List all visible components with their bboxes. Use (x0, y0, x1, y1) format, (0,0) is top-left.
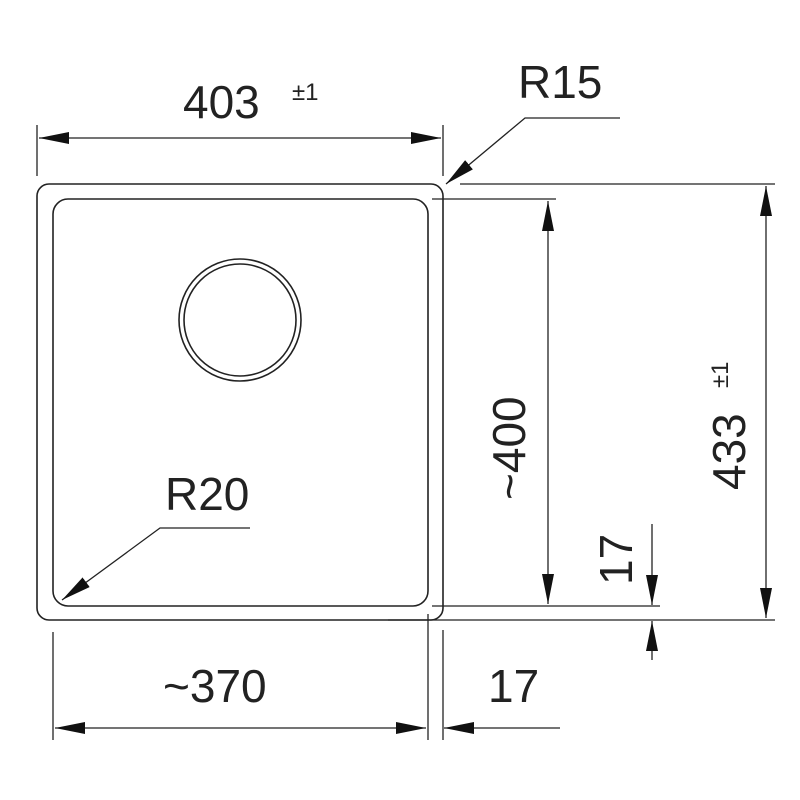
outer-radius-label: R15 (518, 56, 602, 108)
dimension-overall-depth: 433 ±1 (388, 183, 775, 621)
bowl-outline (52, 198, 429, 607)
rim-side-value: 17 (488, 660, 539, 712)
bowl-depth-value: ~400 (483, 396, 535, 500)
inner-radius-label: R20 (165, 468, 249, 520)
overall-depth-tolerance: ±1 (707, 361, 734, 388)
overall-depth-value: 433 (703, 413, 755, 490)
dimension-inner-radius: R20 (61, 468, 250, 601)
dimension-bowl-width: ~370 (52, 614, 444, 740)
dimension-rim-bottom: 17 (590, 524, 658, 660)
rim-bottom-value: 17 (590, 534, 642, 585)
drain-inner (183, 263, 297, 377)
overall-width-tolerance: ±1 (292, 79, 319, 106)
drain-outer (178, 258, 302, 382)
sink-outer-outline (36, 183, 444, 621)
dimension-bowl-depth: ~400 (432, 198, 660, 607)
dimension-rim-side: 17 (444, 660, 560, 734)
dimension-outer-radius: R15 (445, 56, 620, 185)
bowl-width-value: ~370 (163, 660, 267, 712)
overall-width-value: 403 (183, 76, 260, 128)
dimension-overall-width: 403 ±1 (36, 76, 444, 176)
